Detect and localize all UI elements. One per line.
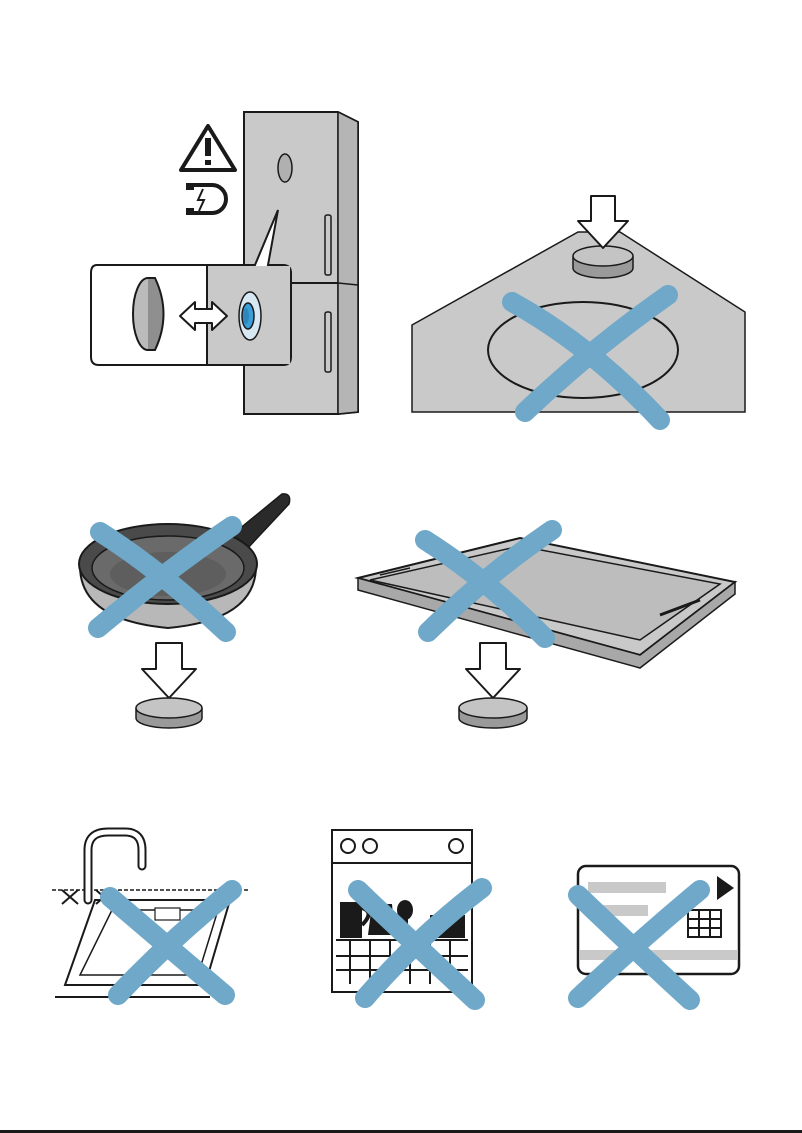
prohibited-cross-icon	[568, 880, 710, 1010]
sink-illustration	[52, 827, 248, 1005]
prohibited-cross-icon	[348, 878, 492, 1010]
fridge-panel	[85, 110, 375, 420]
oven-panel	[328, 825, 498, 1010]
pan-panel	[75, 490, 295, 730]
down-arrow-icon	[577, 195, 629, 249]
prohibited-cross-icon	[415, 520, 562, 648]
prohibited-cross-icon	[100, 880, 242, 1005]
warning-triangle-icon	[179, 124, 237, 172]
chip-icon	[687, 909, 722, 938]
pan-illustration	[78, 493, 291, 729]
down-arrow-icon	[141, 642, 197, 699]
tray-panel	[354, 520, 740, 730]
sink-panel	[50, 825, 250, 1010]
prohibited-cross-icon	[88, 516, 242, 642]
card-panel	[560, 855, 750, 1010]
hob-illustration	[411, 195, 746, 430]
hob-panel	[410, 190, 746, 430]
magnet-disc	[458, 697, 528, 729]
magnet-icon	[186, 183, 228, 215]
double-arrow-icon	[179, 301, 228, 331]
prohibited-cross-icon	[502, 285, 678, 430]
card-illustration	[568, 864, 741, 1010]
page-bottom-edge	[0, 1130, 802, 1133]
tray-illustration	[354, 520, 738, 729]
magnet-disc	[572, 245, 634, 279]
magnet-disc	[135, 697, 203, 729]
oven-illustration	[331, 829, 492, 1010]
magnet-detail-callout	[90, 209, 292, 366]
down-arrow-icon	[465, 642, 521, 699]
fridge-illustration	[90, 110, 359, 415]
